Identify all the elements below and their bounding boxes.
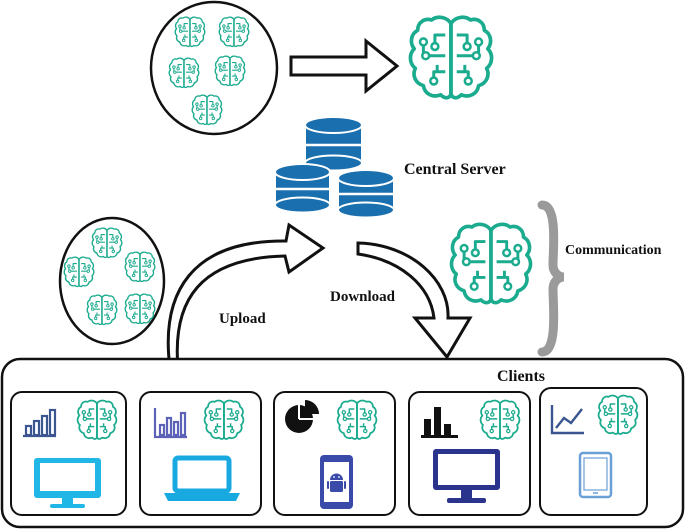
- global-model-cluster: [149, 0, 279, 136]
- brain-circuit-icon: [124, 251, 156, 283]
- communication-brain-icon: [449, 222, 533, 305]
- client-card-3: [273, 391, 396, 516]
- brain-circuit-icon: [86, 294, 118, 326]
- local-models-cluster: [58, 216, 166, 346]
- communication-label: Communication: [565, 243, 662, 258]
- brain-circuit-icon: [63, 256, 95, 288]
- client-card-1: [10, 391, 127, 516]
- download-label: Download: [330, 289, 396, 305]
- desktop-monitor-icon: [34, 458, 101, 508]
- global-model-brain-icon: [408, 15, 494, 100]
- client-card-5: [539, 387, 648, 516]
- brain-circuit-icon: [168, 57, 200, 89]
- client-card-2: [139, 391, 262, 516]
- line-chart-icon: [550, 405, 584, 435]
- brain-circuit-icon: [191, 94, 223, 126]
- upload-arrow: [166, 222, 326, 370]
- client-card-4: [408, 391, 531, 516]
- brain-circuit-icon: [479, 399, 521, 440]
- brain-circuit-icon: [203, 399, 245, 440]
- laptop-icon: [164, 455, 240, 501]
- bar-chart-icon: [153, 408, 187, 439]
- brain-circuit-icon: [76, 399, 118, 440]
- brain-circuit-icon: [124, 293, 156, 325]
- communication-bracket: [537, 200, 565, 357]
- database-icon: [274, 116, 395, 219]
- download-arrow: [356, 241, 473, 360]
- clients-label: Clients: [497, 368, 545, 385]
- brain-circuit-icon: [597, 394, 639, 435]
- brain-circuit-icon: [218, 16, 250, 48]
- pie-chart-icon: [285, 400, 319, 433]
- android-phone-icon: [320, 455, 353, 509]
- bar-chart-icon: [421, 407, 458, 438]
- bar-chart-icon: [23, 408, 57, 438]
- brain-circuit-icon: [91, 227, 123, 259]
- brain-circuit-icon: [214, 55, 246, 87]
- tablet-icon: [578, 451, 613, 499]
- upload-label: Upload: [219, 311, 266, 327]
- brain-circuit-icon: [336, 399, 378, 440]
- aggregation-arrow: [289, 37, 400, 95]
- desktop-monitor-icon: [433, 449, 500, 503]
- central-server-label: Central Server: [404, 161, 506, 178]
- brain-circuit-icon: [174, 16, 206, 48]
